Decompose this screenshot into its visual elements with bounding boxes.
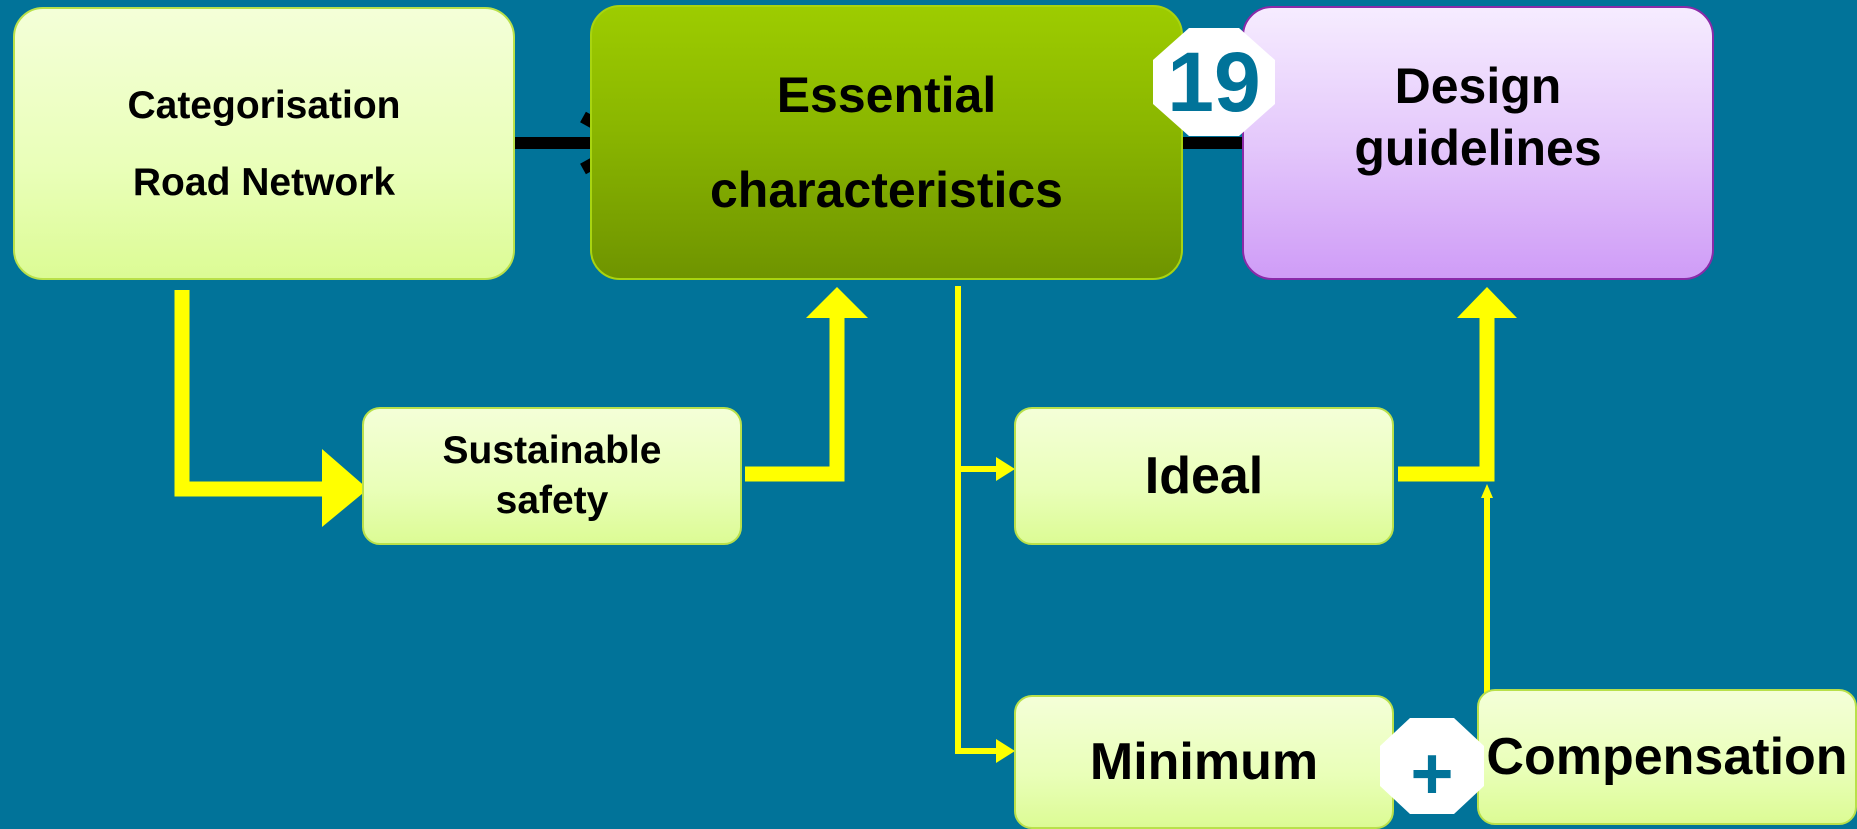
connector-ideal-to-design (1398, 287, 1517, 482)
connector-essential-to-ideal-minimum (955, 286, 1015, 763)
node-sustainable-safety: Sustainable safety (362, 407, 742, 545)
node-categorisation-road-network: Categorisation Road Network (13, 7, 515, 280)
node-design-guidelines: Design guidelines (1242, 6, 1714, 280)
node-ideal: Ideal (1014, 407, 1394, 545)
octagon-shape (1153, 28, 1275, 136)
number-badge-text: 19 (1167, 34, 1261, 129)
node-minimum-label: Minimum (1089, 733, 1319, 791)
node-categorisation-label: Categorisation Road Network (127, 83, 401, 204)
plus-octagon-shape (1380, 718, 1484, 814)
connector-compensation-to-ideal (1481, 484, 1493, 695)
node-compensation: Compensation (1477, 689, 1857, 825)
node-essential-label: Essential characteristics (709, 66, 1063, 218)
connector-sustainable-to-essential (745, 287, 868, 482)
node-ideal-label: Ideal (1144, 447, 1264, 505)
number-badge: 19 (1153, 28, 1275, 136)
node-compensation-label: Compensation (1486, 728, 1848, 786)
plus-badge: + (1380, 718, 1484, 815)
node-design-label: Design guidelines (1354, 58, 1602, 176)
connector-categorisation-to-sustainable (174, 290, 368, 527)
node-essential-characteristics: Essential characteristics (590, 5, 1183, 280)
node-minimum: Minimum (1014, 695, 1394, 829)
node-sustainable-label: Sustainable safety (442, 429, 662, 522)
plus-icon: + (1410, 731, 1454, 815)
